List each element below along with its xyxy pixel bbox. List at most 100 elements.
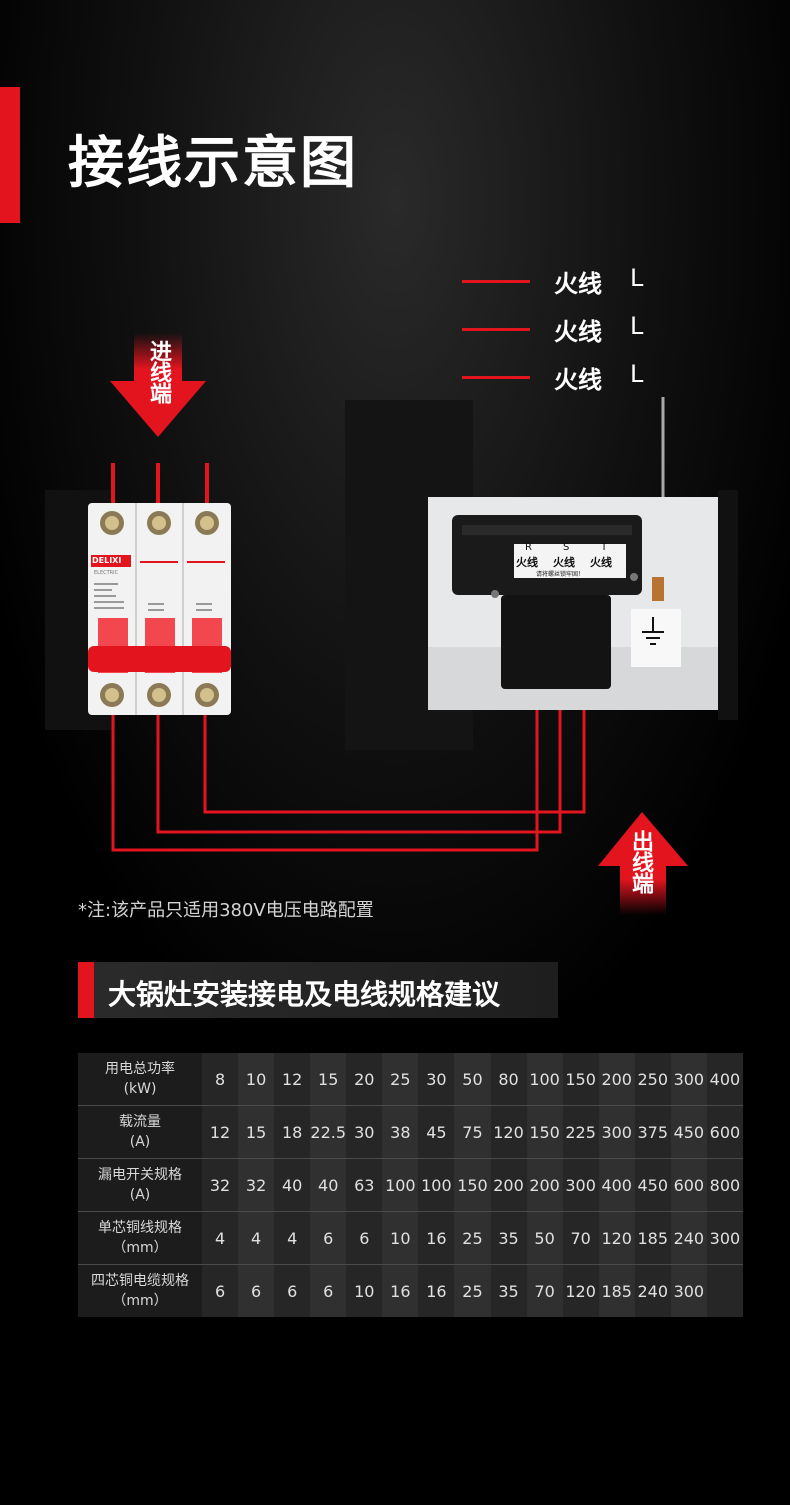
table-cell: 30 [418, 1053, 455, 1106]
table-cell: 600 [670, 1158, 707, 1212]
row-label: 用电总功率 [105, 1061, 175, 1077]
inlet-arrow-icon [110, 333, 206, 437]
table-cell: 25 [454, 1264, 491, 1317]
table-cell: 25 [454, 1211, 491, 1265]
usage-note: *注:该产品只适用380V电压电路配置 [78, 900, 374, 921]
row-unit: (kW) [123, 1081, 157, 1097]
table-cell: 10 [346, 1264, 383, 1317]
backdrop-shape [718, 490, 738, 720]
table-cell: 300 [670, 1053, 707, 1106]
outlet-arrow-icon [598, 812, 688, 915]
table-cell: 16 [418, 1264, 455, 1317]
table-cell: 185 [634, 1211, 671, 1265]
output-wire [156, 680, 562, 834]
table-cell: 4 [238, 1211, 275, 1265]
table-cell: 4 [274, 1211, 311, 1265]
legend-label: 火线 [554, 366, 602, 394]
table-cell: 120 [598, 1211, 635, 1265]
table-cell: 38 [382, 1105, 419, 1159]
legend-label: 火线 [554, 318, 602, 346]
terminal-block-photo: R S T 火线 火线 火线 请将螺丝锁牢固！ [428, 497, 718, 710]
table-cell: 15 [310, 1053, 347, 1106]
row-header: 单芯铜线规格 （mm） [78, 1211, 202, 1265]
table-cell: 22.5 [310, 1105, 347, 1159]
section-heading: 大锅灶安装接电及电线规格建议 [78, 962, 558, 1018]
table-cell: 12 [274, 1053, 311, 1106]
title-accent-bar [0, 87, 20, 223]
table-cell: 400 [598, 1158, 635, 1212]
table-cell: 6 [274, 1264, 311, 1317]
output-wire [203, 680, 586, 814]
table-cell: 200 [598, 1053, 635, 1106]
table-cell: 100 [526, 1053, 563, 1106]
breaker-body [88, 503, 231, 715]
output-wire [111, 680, 539, 852]
red-line-icon [462, 376, 530, 379]
red-line-icon [462, 280, 530, 283]
table-cell: 35 [490, 1211, 527, 1265]
table-cell: 150 [562, 1053, 599, 1106]
table-cell: 20 [346, 1053, 383, 1106]
table-cell: 240 [634, 1264, 671, 1317]
legend-code: L [630, 360, 644, 388]
inlet-label: 进线端 [146, 340, 171, 403]
terminal-warning: 请将螺丝锁牢固！ [536, 571, 585, 578]
table-cell: 150 [454, 1158, 491, 1212]
breaker-brand: DELIXI [92, 556, 122, 565]
table-cell: 200 [526, 1158, 563, 1212]
row-unit: (A) [129, 1134, 151, 1150]
table-cell: 32 [238, 1158, 275, 1212]
table-cell: 300 [562, 1158, 599, 1212]
table-cell: 300 [598, 1105, 635, 1159]
table-cell: 300 [706, 1211, 743, 1265]
table-cell: 25 [382, 1053, 419, 1106]
table-cell: 70 [562, 1211, 599, 1265]
table-cell: 50 [526, 1211, 563, 1265]
table-cell: 18 [274, 1105, 311, 1159]
terminal-screw-icon [100, 683, 219, 707]
table-cell: 30 [346, 1105, 383, 1159]
page-title: 接线示意图 [68, 131, 358, 196]
table-cell: 10 [238, 1053, 275, 1106]
breaker-brand-sub: ELECTRIC [94, 570, 119, 576]
wiring-diagram [45, 333, 738, 915]
table-cell: 800 [706, 1158, 743, 1212]
row-unit: （mm） [112, 1240, 168, 1256]
table-cell: 185 [598, 1264, 635, 1317]
table-cell: 4 [202, 1211, 239, 1265]
terminal-letter: S [563, 542, 570, 553]
row-header: 用电总功率 (kW) [78, 1053, 202, 1106]
legend-code: L [630, 312, 644, 340]
row-unit: (A) [129, 1187, 151, 1203]
table-cell: 6 [346, 1211, 383, 1265]
table-cell: 40 [310, 1158, 347, 1212]
section-accent-bar [78, 962, 94, 1018]
table-cell: 240 [670, 1211, 707, 1265]
table-cell: 10 [382, 1211, 419, 1265]
row-header: 四芯铜电缆规格（mm） [78, 1264, 202, 1317]
row-label: 单芯铜线规格 [98, 1220, 182, 1236]
table-cell: 16 [418, 1211, 455, 1265]
table-cell: 250 [634, 1053, 671, 1106]
terminal-label: 火线 [516, 556, 538, 569]
table-cell: 70 [526, 1264, 563, 1317]
table-cell: 100 [418, 1158, 455, 1212]
ground-symbol-icon [642, 617, 664, 645]
table-cell: 8 [202, 1053, 239, 1106]
row-header: 载流量(A) [78, 1105, 202, 1159]
terminal-letter: T [601, 542, 608, 553]
row-label: 漏电开关规格 [98, 1167, 182, 1183]
table-cell [706, 1264, 743, 1317]
row-header: 漏电开关规格 (A) [78, 1158, 202, 1212]
red-line-icon [462, 328, 530, 331]
table-cell: 120 [490, 1105, 527, 1159]
table-cell: 600 [706, 1105, 743, 1159]
section-title: 大锅灶安装接电及电线规格建议 [108, 978, 501, 1011]
table-cell: 45 [418, 1105, 455, 1159]
terminal-block [428, 497, 718, 710]
